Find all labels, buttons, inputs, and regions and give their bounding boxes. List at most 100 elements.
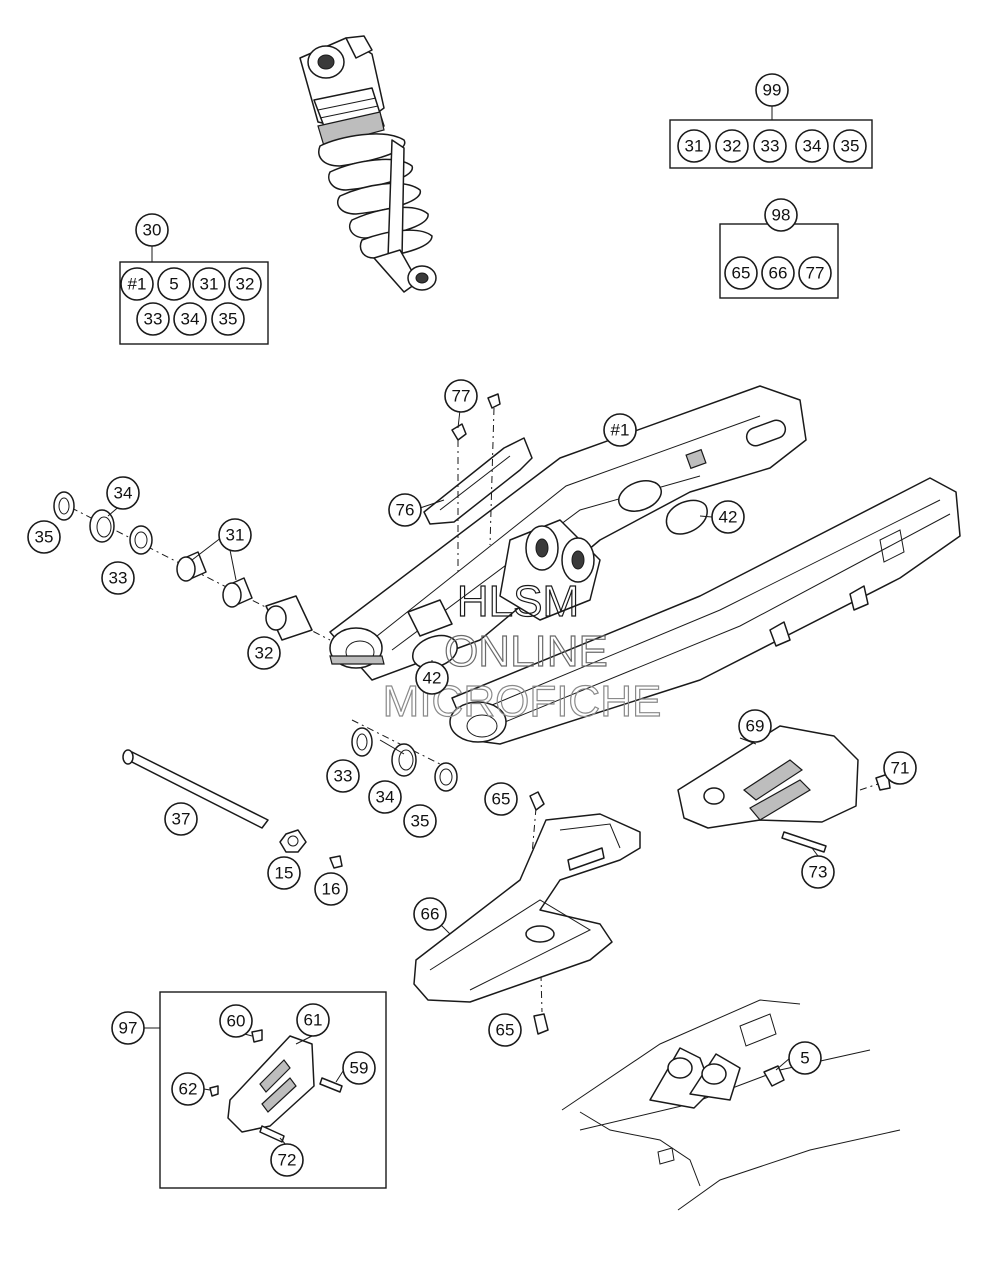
svg-text:66: 66 bbox=[421, 905, 440, 924]
svg-text:77: 77 bbox=[452, 387, 471, 406]
svg-text:65: 65 bbox=[492, 790, 511, 809]
callout-swingarm[interactable]: #1 bbox=[603, 413, 637, 447]
svg-text:31: 31 bbox=[200, 275, 219, 294]
kit-99-item[interactable]: 31 bbox=[677, 129, 711, 163]
svg-text:69: 69 bbox=[746, 717, 765, 736]
callout-seal-35-lower[interactable]: 35 bbox=[403, 804, 437, 838]
callout-screw-65-lower[interactable]: 65 bbox=[488, 1013, 522, 1047]
callout-guide-61[interactable]: 61 bbox=[296, 1003, 330, 1037]
svg-text:#1: #1 bbox=[128, 275, 147, 294]
callout-bearing-31[interactable]: 31 bbox=[218, 518, 252, 552]
watermark-line-2: ONLINE bbox=[444, 627, 608, 676]
kit-30-item[interactable]: 5 bbox=[157, 267, 191, 301]
callout-screw-59[interactable]: 59 bbox=[342, 1051, 376, 1085]
svg-text:5: 5 bbox=[800, 1049, 809, 1068]
callout-axle-37[interactable]: 37 bbox=[164, 802, 198, 836]
chain-guide-illustration bbox=[677, 725, 891, 853]
callout-nut-15[interactable]: 15 bbox=[267, 856, 301, 890]
svg-text:30: 30 bbox=[143, 221, 162, 240]
callout-insert-62[interactable]: 62 bbox=[171, 1072, 205, 1106]
kit-98-item[interactable]: 66 bbox=[761, 256, 795, 290]
kit-30-item[interactable]: 33 bbox=[136, 302, 170, 336]
svg-text:32: 32 bbox=[723, 137, 742, 156]
callouts: #1 77 76 42 42 34 35 33 31 32 33 34 35 3… bbox=[27, 379, 917, 1177]
kit-98-callout[interactable]: 98 bbox=[764, 198, 798, 232]
frame-detail-illustration bbox=[561, 999, 901, 1211]
callout-seal-34-upper[interactable]: 34 bbox=[106, 476, 140, 510]
svg-text:73: 73 bbox=[809, 863, 828, 882]
svg-text:65: 65 bbox=[496, 1021, 515, 1040]
kit-30-item[interactable]: 31 bbox=[192, 267, 226, 301]
svg-text:62: 62 bbox=[179, 1080, 198, 1099]
svg-text:#1: #1 bbox=[611, 421, 630, 440]
kit-30-callout[interactable]: 30 bbox=[135, 213, 169, 247]
kit-98-group: 98 65 66 77 bbox=[719, 198, 839, 299]
svg-text:72: 72 bbox=[278, 1151, 297, 1170]
callout-slider-42-upper[interactable]: 42 bbox=[711, 500, 745, 534]
svg-text:37: 37 bbox=[172, 810, 191, 829]
svg-text:16: 16 bbox=[322, 880, 341, 899]
svg-text:35: 35 bbox=[411, 812, 430, 831]
kit-99-group: 99 31 32 33 34 35 bbox=[669, 73, 873, 169]
svg-text:35: 35 bbox=[841, 137, 860, 156]
callout-bushing-32[interactable]: 32 bbox=[247, 636, 281, 670]
svg-text:33: 33 bbox=[144, 310, 163, 329]
svg-text:31: 31 bbox=[226, 526, 245, 545]
callout-bolt-73[interactable]: 73 bbox=[801, 855, 835, 889]
callout-screw-71[interactable]: 71 bbox=[883, 751, 917, 785]
callout-screw-72[interactable]: 72 bbox=[270, 1143, 304, 1177]
svg-text:97: 97 bbox=[119, 1019, 138, 1038]
callout-chain-guard-66[interactable]: 66 bbox=[413, 897, 447, 931]
kit-30-item[interactable]: 35 bbox=[211, 302, 245, 336]
kit-97-callout[interactable]: 97 bbox=[111, 1011, 145, 1045]
svg-text:33: 33 bbox=[761, 137, 780, 156]
callout-washer-33-upper[interactable]: 33 bbox=[101, 561, 135, 595]
callout-nut-5[interactable]: 5 bbox=[788, 1041, 822, 1075]
kit-99-callout[interactable]: 99 bbox=[755, 73, 789, 107]
svg-text:32: 32 bbox=[236, 275, 255, 294]
callout-slider-42-lower[interactable]: 42 bbox=[415, 661, 449, 695]
svg-text:61: 61 bbox=[304, 1011, 323, 1030]
callout-screw-65-upper[interactable]: 65 bbox=[484, 782, 518, 816]
svg-text:34: 34 bbox=[376, 788, 395, 807]
kit-99-item[interactable]: 34 bbox=[795, 129, 829, 163]
shock-absorber-illustration bbox=[299, 35, 437, 293]
kit-98-item[interactable]: 65 bbox=[724, 256, 758, 290]
svg-text:77: 77 bbox=[806, 264, 825, 283]
kit-30-item[interactable]: 32 bbox=[228, 267, 262, 301]
callout-clip-76[interactable]: 76 bbox=[388, 493, 422, 527]
clip-and-screws-illustration bbox=[423, 393, 533, 575]
svg-text:60: 60 bbox=[227, 1012, 246, 1031]
callout-chain-guide-69[interactable]: 69 bbox=[738, 709, 772, 743]
svg-text:34: 34 bbox=[181, 310, 200, 329]
kit-30-item[interactable]: #1 bbox=[120, 267, 154, 301]
svg-text:34: 34 bbox=[114, 484, 133, 503]
svg-text:32: 32 bbox=[255, 644, 274, 663]
kit-98-item[interactable]: 77 bbox=[798, 256, 832, 290]
kit-30-item[interactable]: 34 bbox=[173, 302, 207, 336]
svg-text:34: 34 bbox=[803, 137, 822, 156]
svg-text:42: 42 bbox=[423, 669, 442, 688]
pivot-parts-illustration bbox=[53, 491, 458, 869]
svg-text:76: 76 bbox=[396, 501, 415, 520]
svg-text:33: 33 bbox=[109, 569, 128, 588]
svg-text:5: 5 bbox=[169, 275, 178, 294]
svg-text:35: 35 bbox=[219, 310, 238, 329]
callout-screw-77[interactable]: 77 bbox=[444, 379, 478, 413]
callout-cap-16[interactable]: 16 bbox=[314, 872, 348, 906]
svg-text:35: 35 bbox=[35, 528, 54, 547]
svg-text:98: 98 bbox=[772, 206, 791, 225]
callout-seal-35-upper[interactable]: 35 bbox=[27, 520, 61, 554]
watermark-line-1: HLSM bbox=[457, 577, 579, 626]
callout-seal-34-lower[interactable]: 34 bbox=[368, 780, 402, 814]
kit-99-item[interactable]: 33 bbox=[753, 129, 787, 163]
kit-99-item[interactable]: 32 bbox=[715, 129, 749, 163]
kit-99-item[interactable]: 35 bbox=[833, 129, 867, 163]
callout-block-60[interactable]: 60 bbox=[219, 1004, 253, 1038]
swingarm-illustration bbox=[329, 385, 961, 745]
svg-text:59: 59 bbox=[350, 1059, 369, 1078]
callout-washer-33-lower[interactable]: 33 bbox=[326, 759, 360, 793]
chain-guard-illustration bbox=[413, 791, 641, 1035]
svg-text:15: 15 bbox=[275, 864, 294, 883]
